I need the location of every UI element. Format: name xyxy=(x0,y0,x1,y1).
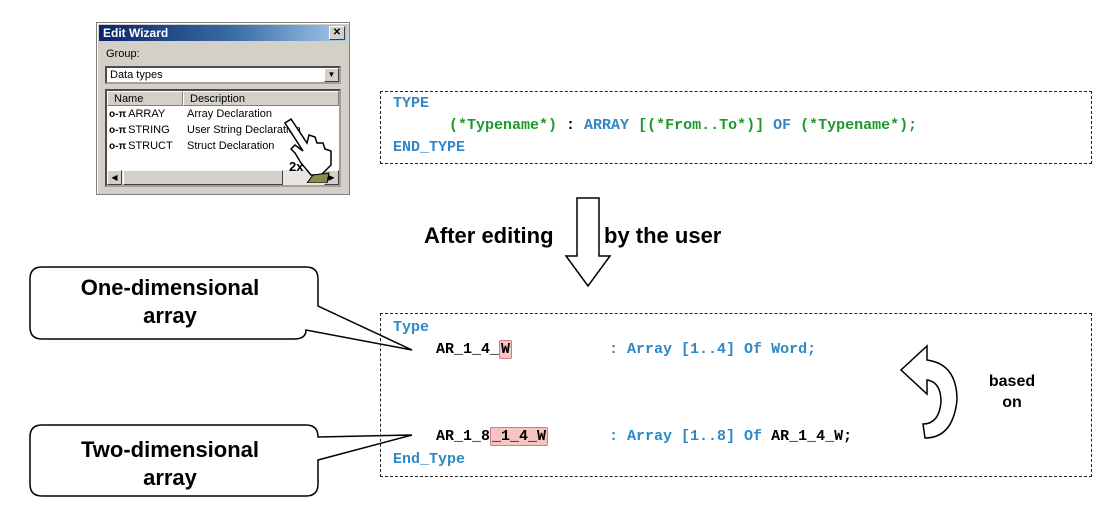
code-end-type-keyword: END_TYPE xyxy=(393,139,466,156)
edit-wizard-window: Edit Wizard ✕ Group: Data types ▼ Name D… xyxy=(96,22,350,195)
range-text: [1..4] xyxy=(672,341,745,358)
callout-one-line1: One-dimensional xyxy=(80,275,260,300)
click-count: 2x xyxy=(289,159,304,174)
edited-code-box: Type AR_1_4_W : Array [1..4] Of Word; AR… xyxy=(380,313,1092,477)
column-header-description[interactable]: Description xyxy=(183,91,339,106)
code-separator: : xyxy=(609,341,628,358)
column-header-name[interactable]: Name xyxy=(107,91,183,106)
typename-placeholder: (*Typename*); xyxy=(791,117,918,134)
code-type-keyword: TYPE xyxy=(393,95,430,112)
code-row-one-dimensional: AR_1_4_W xyxy=(436,340,513,359)
template-code-box: TYPE (*Typename*) : ARRAY [(*From..To*)]… xyxy=(380,91,1092,164)
horizontal-scrollbar[interactable]: ◀ ▶ xyxy=(107,170,339,185)
wizard-title-bar: Edit Wizard ✕ xyxy=(99,25,347,41)
typename-placeholder: (*Typename*) xyxy=(449,117,558,134)
wizard-title: Edit Wizard xyxy=(103,26,169,40)
chevron-down-icon[interactable]: ▼ xyxy=(324,68,339,82)
pointing-hand-icon: 2x xyxy=(283,117,332,183)
down-arrow xyxy=(564,197,612,288)
row-description: User String Declaration xyxy=(187,124,301,136)
code-end-type-keyword: End_Type xyxy=(393,451,466,468)
group-select-value: Data types xyxy=(110,69,163,81)
of-keyword: Of xyxy=(744,428,763,445)
element-type: Word; xyxy=(762,341,817,358)
key-icon: o‑π xyxy=(109,109,127,120)
callout-two-text: Two-dimensional array xyxy=(40,436,300,492)
of-keyword: OF xyxy=(773,117,792,134)
of-keyword: Of xyxy=(744,341,763,358)
code-row-two-declaration: : Array [1..8] Of AR_1_4_W; xyxy=(609,428,852,446)
code-type-keyword: Type xyxy=(393,319,430,336)
based-on-line2: on xyxy=(1002,394,1022,411)
key-icon: o‑π xyxy=(109,125,127,136)
type-name: AR_1_4_ xyxy=(436,341,500,358)
array-keyword: ARRAY xyxy=(584,117,630,134)
close-icon[interactable]: ✕ xyxy=(329,26,345,40)
row-description: Struct Declaration xyxy=(187,140,275,152)
range-placeholder: [(*From..To*)] xyxy=(629,117,774,134)
scroll-left-icon[interactable]: ◀ xyxy=(107,170,122,185)
type-name: AR_1_8 xyxy=(436,428,491,445)
curved-arrow xyxy=(899,344,958,439)
callout-two-dimensional xyxy=(29,424,413,497)
callout-one-dimensional xyxy=(29,266,413,351)
row-description: Array Declaration xyxy=(187,108,272,120)
row-name: STRUCT xyxy=(128,140,173,152)
callout-two-line2: array xyxy=(143,465,197,490)
arrow-label-left: After editing xyxy=(424,223,554,248)
callout-two-line1: Two-dimensional xyxy=(80,437,260,462)
code-row-one-declaration: : Array [1..4] Of Word; xyxy=(609,341,816,359)
highlighted-type-suffix: W xyxy=(499,340,513,359)
code-row-two-dimensional: AR_1_8_1_4_W xyxy=(436,427,549,446)
key-icon: o‑π xyxy=(109,141,127,152)
based-on-line1: based xyxy=(988,373,1036,390)
scroll-thumb[interactable] xyxy=(123,170,283,185)
range-text: [1..8] xyxy=(672,428,745,445)
code-array-template-line: (*Typename*) : ARRAY [(*From..To*)] OF (… xyxy=(449,117,917,135)
group-label: Group: xyxy=(106,48,140,60)
callout-one-text: One-dimensional array xyxy=(40,274,300,330)
code-separator: : xyxy=(557,117,585,134)
arrow-label-right: by the user xyxy=(604,223,722,248)
based-on-label: based on xyxy=(982,371,1042,413)
group-select[interactable]: Data types ▼ xyxy=(105,66,341,84)
array-keyword: Array xyxy=(627,341,673,358)
element-type: AR_1_4_W; xyxy=(762,428,853,445)
row-name: STRING xyxy=(128,124,170,136)
row-name: ARRAY xyxy=(128,108,166,120)
highlighted-type-suffix: _1_4_W xyxy=(490,427,549,446)
callout-one-line2: array xyxy=(143,303,197,328)
code-separator: : xyxy=(609,428,628,445)
array-keyword: Array xyxy=(627,428,673,445)
